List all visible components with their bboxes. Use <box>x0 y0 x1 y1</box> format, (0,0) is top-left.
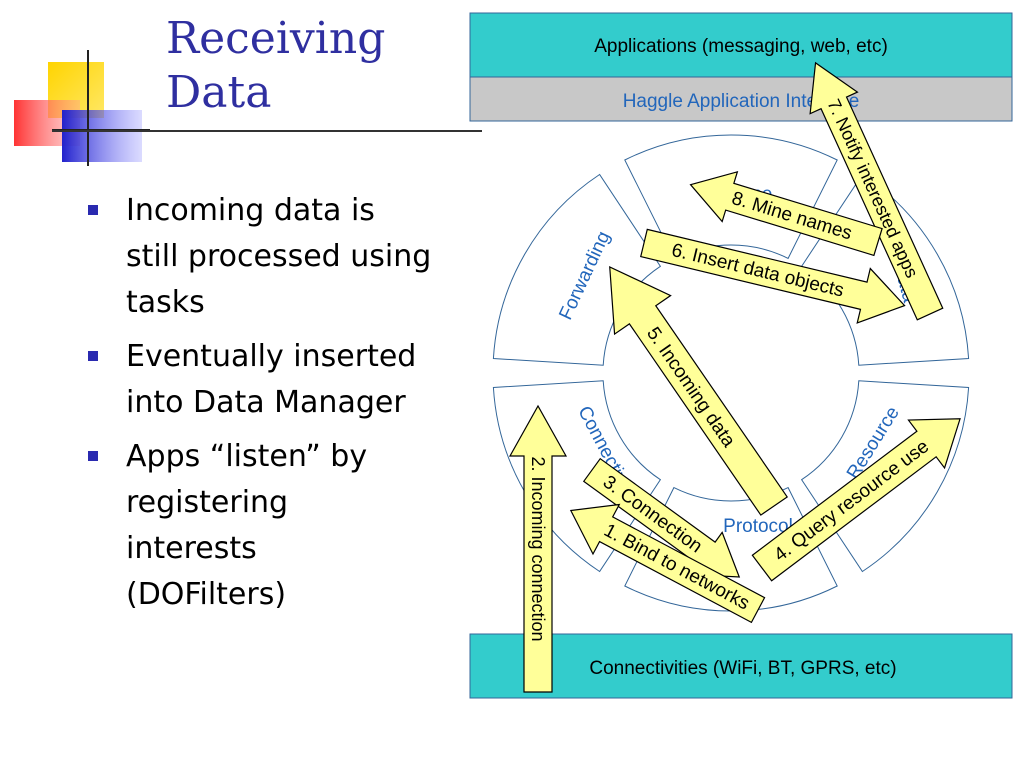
connectivities-label: Connectivities (WiFi, BT, GPRS, etc) <box>589 658 896 679</box>
interface-label: Haggle Application Interface <box>623 91 860 112</box>
sector-protocol-label: Protocol <box>723 516 793 537</box>
bullet-item: Incoming data is still processed using tas… <box>88 188 508 326</box>
bullet-line: (DOFilters) <box>126 577 287 612</box>
bullet-list: Incoming data is still processed using tas… <box>88 188 508 626</box>
bullet-line: Incoming data is <box>126 193 375 228</box>
bullet-marker <box>88 451 98 461</box>
bullet-item: Apps “listen” by registering interests (DOF… <box>88 434 508 618</box>
interface-box <box>469 76 1013 122</box>
applications-label: Applications (messaging, web, etc) <box>594 36 888 57</box>
bullet-line: Apps “listen” by <box>126 439 368 474</box>
title-rule <box>52 130 482 132</box>
applications-box <box>469 12 1013 78</box>
connectivities-box <box>469 633 1013 699</box>
arrow-incoming-connection: 2. Incoming connection <box>508 404 568 693</box>
bullet-item: Eventually inserted into Data Manager <box>88 334 508 426</box>
title-line-1: Receiving <box>166 13 386 64</box>
slide-title: Receiving Data <box>166 12 385 120</box>
bullet-marker <box>88 351 98 361</box>
arrow-incoming-data-label: 5. Incoming data <box>642 324 739 452</box>
bullet-line: registering <box>126 485 289 520</box>
bullet-line: Eventually inserted <box>126 339 417 374</box>
bullet-line: interests <box>126 531 257 566</box>
title-line-2: Data <box>166 67 272 118</box>
bullet-marker <box>88 205 98 215</box>
bullet-line: still processed using <box>126 239 432 274</box>
bullet-line: tasks <box>126 285 205 320</box>
arrow-incoming-connection-label: 2. Incoming connection <box>528 456 548 641</box>
bullet-line: into Data Manager <box>126 385 406 420</box>
sector-forwarding <box>492 173 662 366</box>
